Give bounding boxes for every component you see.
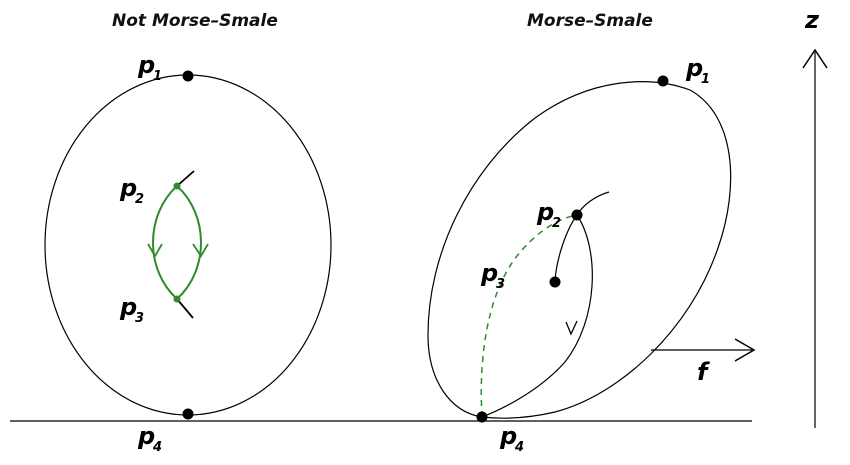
svg-text:p: p: [480, 259, 498, 287]
left-label-p1: p 1: [137, 51, 162, 84]
svg-text:4: 4: [152, 440, 162, 455]
left-flow-arrow-left: [147, 243, 163, 258]
right-point-p1: [657, 75, 669, 87]
right-point-p4: [476, 411, 488, 423]
right-dashed-path: [480, 214, 578, 418]
left-point-p3: [173, 295, 181, 303]
svg-text:p: p: [119, 174, 137, 202]
svg-text:p: p: [119, 293, 137, 321]
right-flow-arrow: [565, 320, 578, 336]
left-stub-bottom: [176, 298, 194, 319]
svg-text:p: p: [536, 198, 554, 226]
right-torus: [427, 75, 732, 423]
left-outer-circle: [44, 74, 332, 416]
right-label-p3: p 3: [480, 259, 505, 292]
title-morse-smale: Morse–Smale: [527, 11, 653, 31]
svg-text:p: p: [685, 54, 703, 82]
left-point-p4: [182, 408, 194, 420]
svg-text:2: 2: [135, 192, 144, 207]
z-axis-arrow: [802, 48, 828, 428]
left-flow-curve-right: [176, 185, 202, 300]
right-stub: [576, 191, 610, 216]
svg-text:2: 2: [552, 216, 561, 231]
left-point-p2: [173, 182, 181, 190]
svg-text:p: p: [137, 422, 155, 450]
left-flow-curve-left: [152, 185, 178, 300]
left-label-p4: p 4: [137, 422, 162, 455]
left-torus: [44, 70, 332, 420]
left-label-p2: p 2: [119, 174, 144, 207]
z-axis-label: z: [804, 6, 820, 34]
right-point-p2: [571, 209, 583, 221]
svg-text:4: 4: [514, 440, 524, 455]
left-flow-arrow-right: [192, 243, 209, 258]
svg-text:1: 1: [153, 69, 162, 84]
right-label-p4: p 4: [499, 422, 524, 455]
right-label-p2: p 2: [536, 198, 561, 231]
right-outer-curve: [427, 81, 732, 419]
svg-text:3: 3: [135, 311, 144, 326]
right-point-p3: [549, 276, 561, 288]
svg-text:3: 3: [496, 277, 505, 292]
left-stub-top: [176, 170, 195, 187]
right-label-p1: p 1: [685, 54, 710, 87]
left-label-p3: p 3: [119, 293, 144, 326]
f-axis-arrow: [651, 338, 756, 362]
right-flow-to-p4: [481, 214, 593, 418]
title-not-morse-smale: Not Morse–Smale: [112, 11, 278, 31]
svg-text:p: p: [499, 422, 517, 450]
svg-text:1: 1: [701, 72, 710, 87]
svg-text:p: p: [137, 51, 155, 79]
left-point-p1: [182, 70, 194, 82]
f-axis-label: f: [697, 358, 710, 386]
right-inner-loop: [554, 214, 578, 283]
